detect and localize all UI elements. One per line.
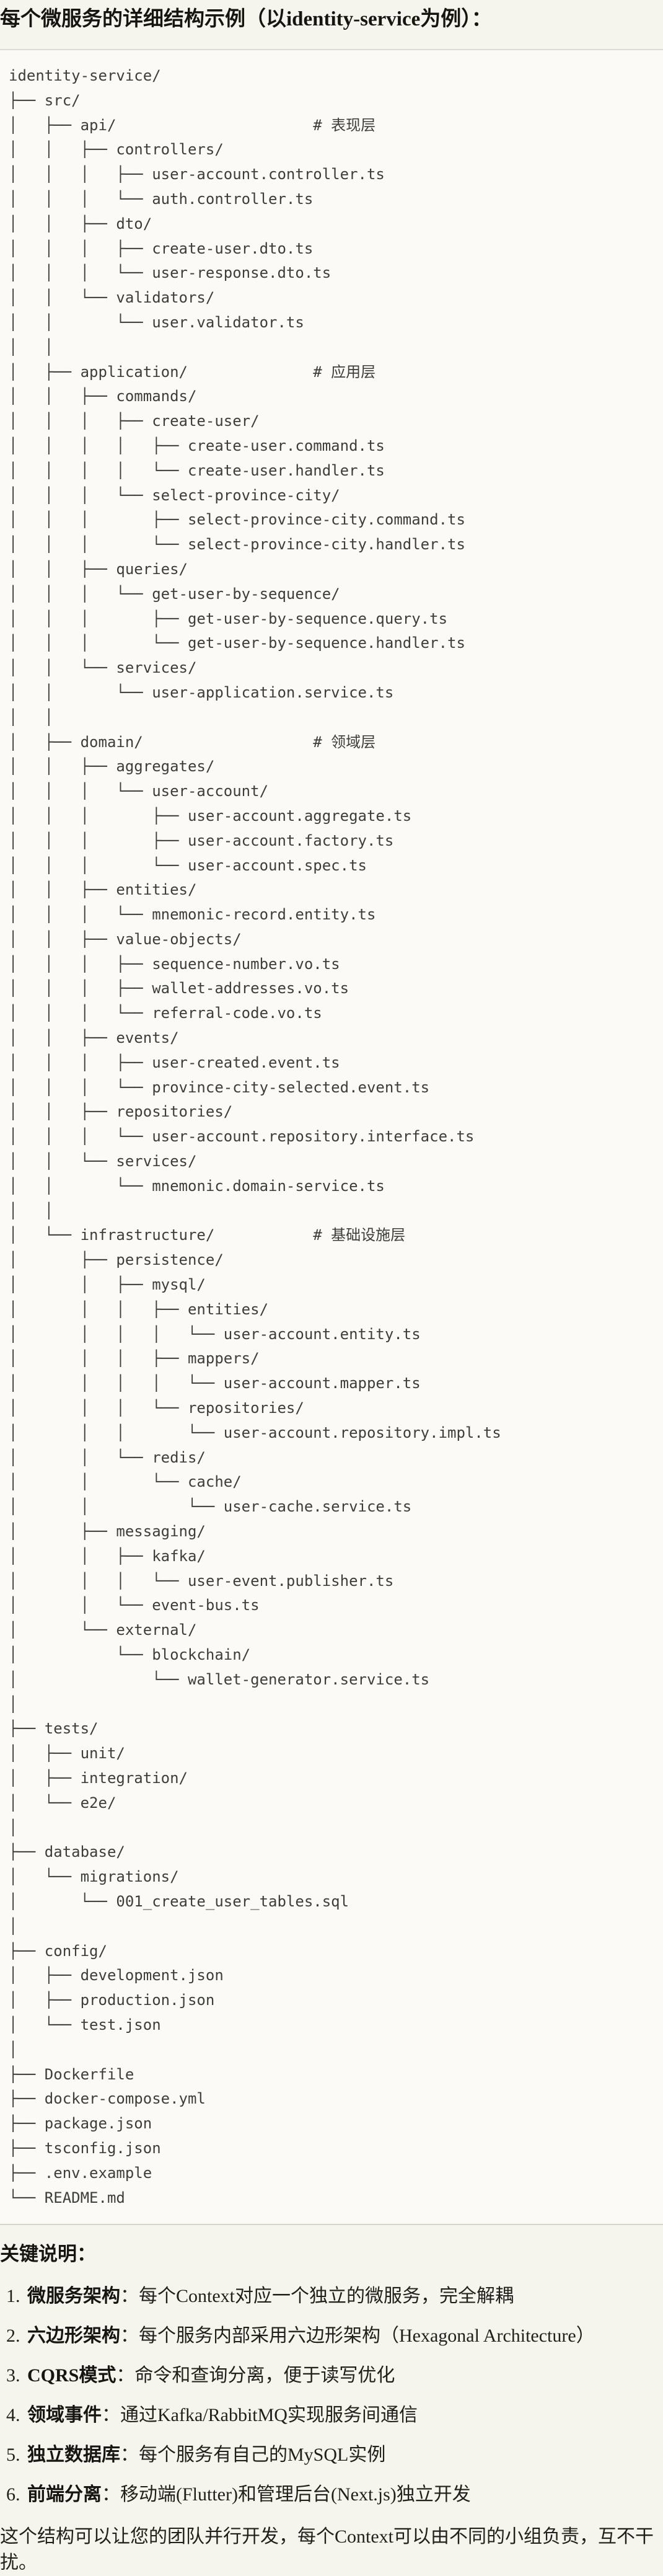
notes-section: 关键说明： 1. 微服务架构：每个Context对应一个独立的微服务，完全解耦 …	[0, 2225, 663, 2576]
note-item-body: ：每个服务有自己的MySQL实例	[120, 2445, 386, 2466]
directory-tree: identity-service/ ├── src/ │ ├── api/ # …	[9, 67, 501, 2206]
note-item-label: 微服务架构	[27, 2286, 120, 2307]
note-item-number: 4.	[6, 2405, 20, 2426]
note-item-label: 六边形架构	[27, 2326, 120, 2347]
note-item-text: 独立数据库：每个服务有自己的MySQL实例	[27, 2442, 385, 2468]
note-item: 4. 领域事件：通过Kafka/RabbitMQ实现服务间通信	[0, 2402, 663, 2428]
note-item-label: 独立数据库	[27, 2445, 120, 2466]
note-item-body: ：每个服务内部采用六边形架构（Hexagonal Architecture）	[120, 2326, 595, 2347]
page-title: 每个微服务的详细结构示例（以identity-service为例）：	[0, 8, 492, 30]
notes-heading: 关键说明：	[0, 2243, 96, 2265]
note-item-number: 3.	[6, 2365, 20, 2386]
note-item: 5. 独立数据库：每个服务有自己的MySQL实例	[0, 2442, 663, 2468]
note-item-label: CQRS模式	[27, 2365, 116, 2386]
note-item: 3. CQRS模式：命令和查询分离，便于读写优化	[0, 2363, 663, 2389]
note-item-text: 领域事件：通过Kafka/RabbitMQ实现服务间通信	[27, 2402, 418, 2428]
note-item-body: ：移动端(Flutter)和管理后台(Next.js)独立开发	[102, 2484, 471, 2505]
note-item: 2. 六边形架构：每个服务内部采用六边形架构（Hexagonal Archite…	[0, 2323, 663, 2349]
note-item: 6. 前端分离：移动端(Flutter)和管理后台(Next.js)独立开发	[0, 2482, 663, 2508]
note-item-text: CQRS模式：命令和查询分离，便于读写优化	[27, 2363, 395, 2389]
note-item-body: ：命令和查询分离，便于读写优化	[116, 2365, 395, 2386]
notes-list: 1. 微服务架构：每个Context对应一个独立的微服务，完全解耦 2. 六边形…	[0, 2283, 663, 2508]
page: { "title": "每个微服务的详细结构示例（以identity-servi…	[0, 6, 663, 2573]
code-block: identity-service/ ├── src/ │ ├── api/ # …	[0, 49, 663, 2226]
note-item-text: 前端分离：移动端(Flutter)和管理后台(Next.js)独立开发	[27, 2482, 471, 2508]
closing-paragraph: 这个结构可以让您的团队并行开发，每个Context可以由不同的小组负责，互不干扰…	[0, 2526, 654, 2574]
note-item-label: 前端分离	[27, 2484, 102, 2505]
note-item-number: 6.	[6, 2484, 20, 2505]
document: 每个微服务的详细结构示例（以identity-service为例）： ident…	[0, 6, 663, 2576]
note-item-number: 2.	[6, 2326, 20, 2347]
note-item: 1. 微服务架构：每个Context对应一个独立的微服务，完全解耦	[0, 2283, 663, 2309]
note-item-text: 六边形架构：每个服务内部采用六边形架构（Hexagonal Architectu…	[27, 2323, 595, 2349]
note-item-body: ：通过Kafka/RabbitMQ实现服务间通信	[102, 2405, 418, 2426]
note-item-number: 5.	[6, 2445, 20, 2466]
note-item-label: 领域事件	[27, 2405, 102, 2426]
note-item-body: ：每个Context对应一个独立的微服务，完全解耦	[120, 2286, 514, 2307]
note-item-text: 微服务架构：每个Context对应一个独立的微服务，完全解耦	[27, 2283, 514, 2309]
note-item-number: 1.	[6, 2286, 20, 2307]
